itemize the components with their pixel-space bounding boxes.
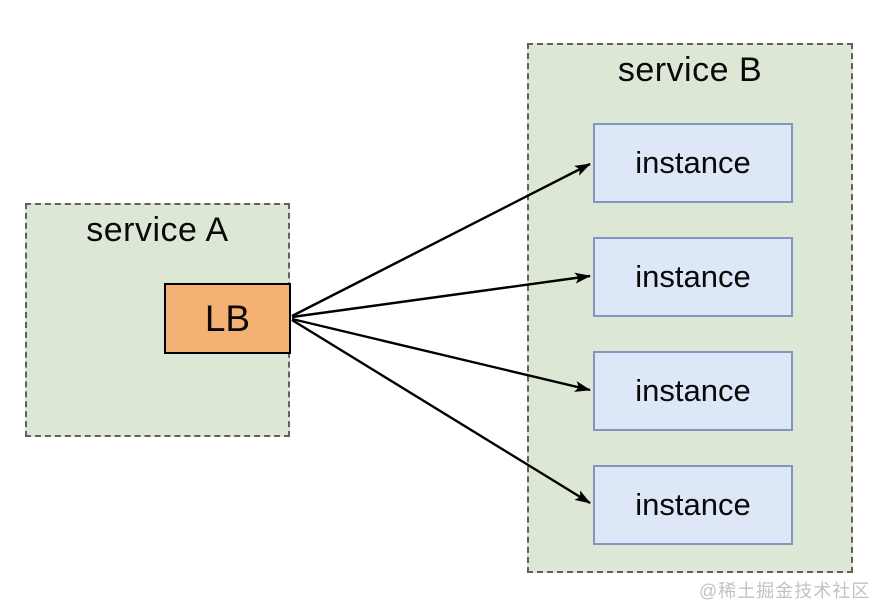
service-a-title: service A xyxy=(86,211,229,249)
instance-box-2: instance xyxy=(593,237,793,317)
instance-box-1: instance xyxy=(593,123,793,203)
lb-box: LB xyxy=(164,283,291,354)
instance-box-4: instance xyxy=(593,465,793,545)
service-b-container: service B instance instance instance ins… xyxy=(527,43,853,573)
instance-label: instance xyxy=(635,373,751,408)
instance-label: instance xyxy=(635,145,751,180)
instance-label: instance xyxy=(635,487,751,522)
watermark: @稀土掘金技术社区 xyxy=(699,581,871,601)
lb-label: LB xyxy=(204,297,251,339)
instance-box-3: instance xyxy=(593,351,793,431)
service-b-title: service B xyxy=(617,51,763,89)
instance-label: instance xyxy=(635,259,751,294)
